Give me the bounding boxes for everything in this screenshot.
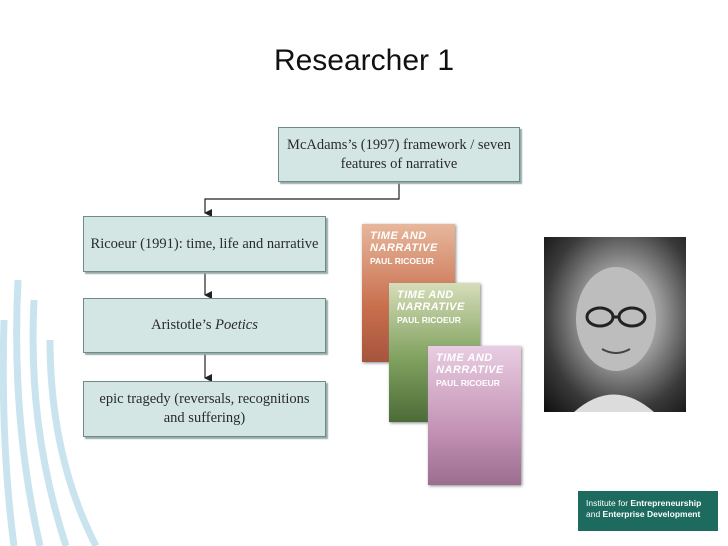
book-author: PAUL RICOEUR xyxy=(397,315,472,325)
logo-line2-bold: Enterprise Development xyxy=(603,509,701,519)
mcadams-label: McAdams’s (1997) framework / seven featu… xyxy=(285,136,513,174)
book-title-line1: TIME AND xyxy=(370,230,447,242)
aristotle-label-prefix: Aristotle’s xyxy=(151,317,215,333)
book-title-line2: NARRATIVE xyxy=(397,301,472,313)
book-author: PAUL RICOEUR xyxy=(370,256,447,266)
book-title-line1: TIME AND xyxy=(436,352,513,364)
portrait-sketch xyxy=(544,237,686,412)
logo-line-1: Institute for Entrepreneurship xyxy=(586,498,710,509)
aristotle-label-poetics: Poetics xyxy=(215,317,258,333)
book-cover-volume-3: TIME AND NARRATIVE PAUL RICOEUR xyxy=(428,346,521,485)
book-author: PAUL RICOEUR xyxy=(436,378,513,388)
aristotle-poetics-box: Aristotle’s Poetics xyxy=(83,298,326,353)
logo-line1-prefix: Institute for xyxy=(586,498,630,508)
ricoeur-label: Ricoeur (1991): time, life and narrative xyxy=(91,235,319,254)
logo-line1-bold: Entrepreneurship xyxy=(630,498,701,508)
logo-line2-prefix: and xyxy=(586,509,603,519)
portrait-photo xyxy=(544,237,686,412)
book-title-line1: TIME AND xyxy=(397,289,472,301)
book-title-line2: NARRATIVE xyxy=(370,242,447,254)
institute-logo: Institute for Entrepreneurship and Enter… xyxy=(578,491,718,531)
mcadams-framework-box: McAdams’s (1997) framework / seven featu… xyxy=(278,127,520,182)
epic-label: epic tragedy (reversals, recognitions an… xyxy=(90,390,319,428)
logo-line-2: and Enterprise Development xyxy=(586,509,710,520)
epic-tragedy-box: epic tragedy (reversals, recognitions an… xyxy=(83,381,326,437)
book-title-line2: NARRATIVE xyxy=(436,364,513,376)
aristotle-label: Aristotle’s Poetics xyxy=(151,316,258,335)
ricoeur-box: Ricoeur (1991): time, life and narrative xyxy=(83,216,326,272)
